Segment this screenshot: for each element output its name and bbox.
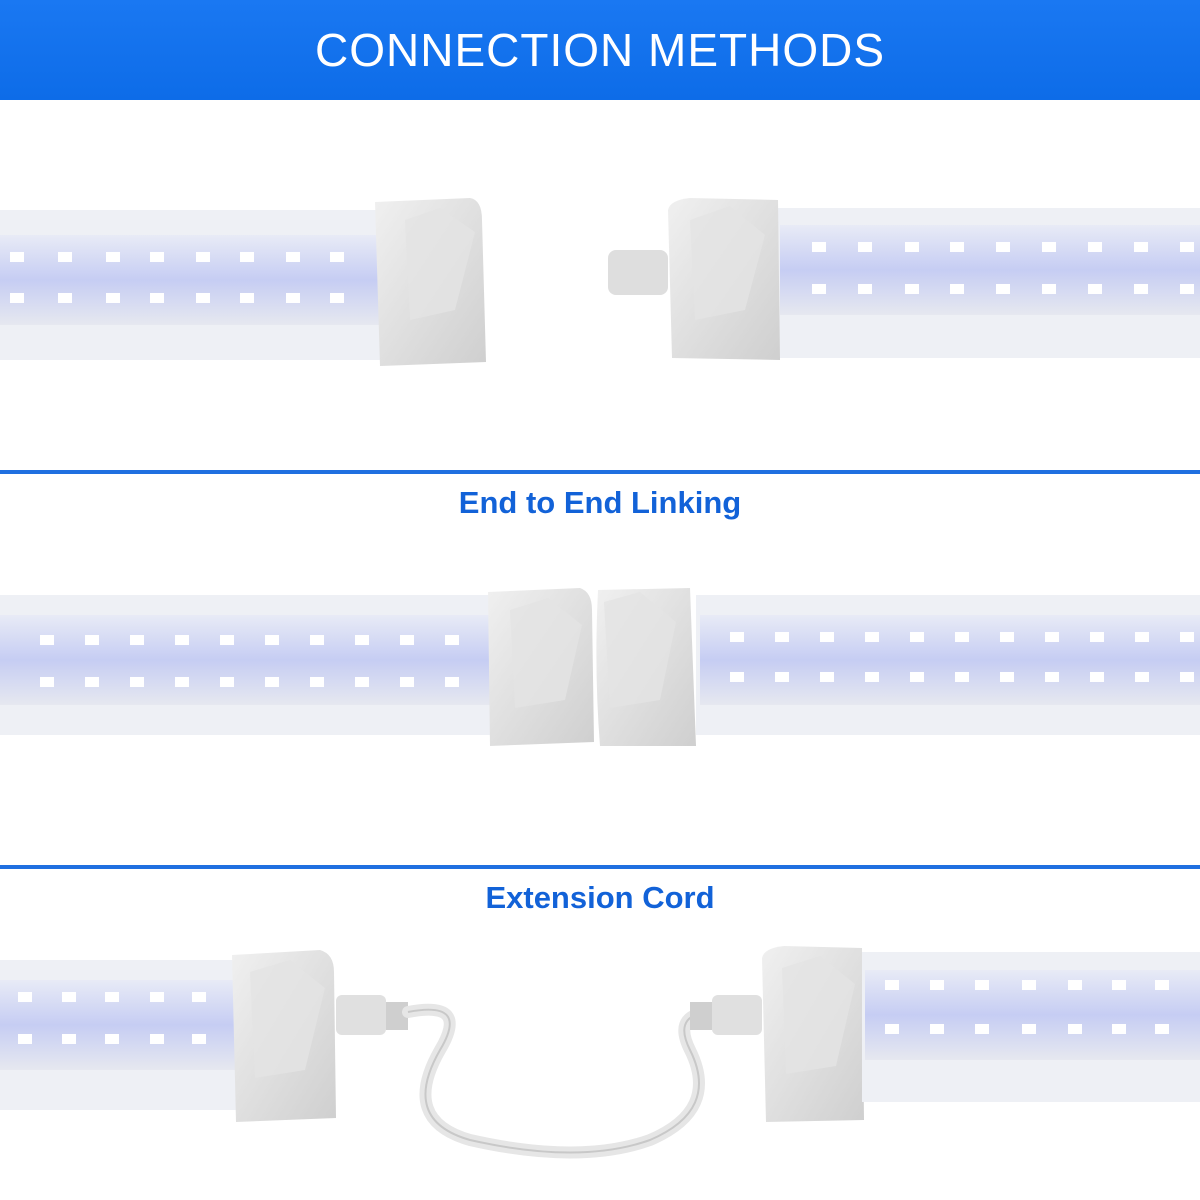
header-banner: CONNECTION METHODS [0,0,1200,100]
section-label-extension-cord: Extension Cord [485,880,715,915]
banner-title: CONNECTION METHODS [315,24,885,76]
extension-cord-photo [0,946,1200,1159]
section-divider-1 [0,470,1200,474]
section-divider-2 [0,865,1200,869]
end-to-end-linking-photo [0,588,1200,746]
section-label-end-to-end: End to End Linking [458,485,742,520]
tubes-separated-photo [0,198,1200,366]
